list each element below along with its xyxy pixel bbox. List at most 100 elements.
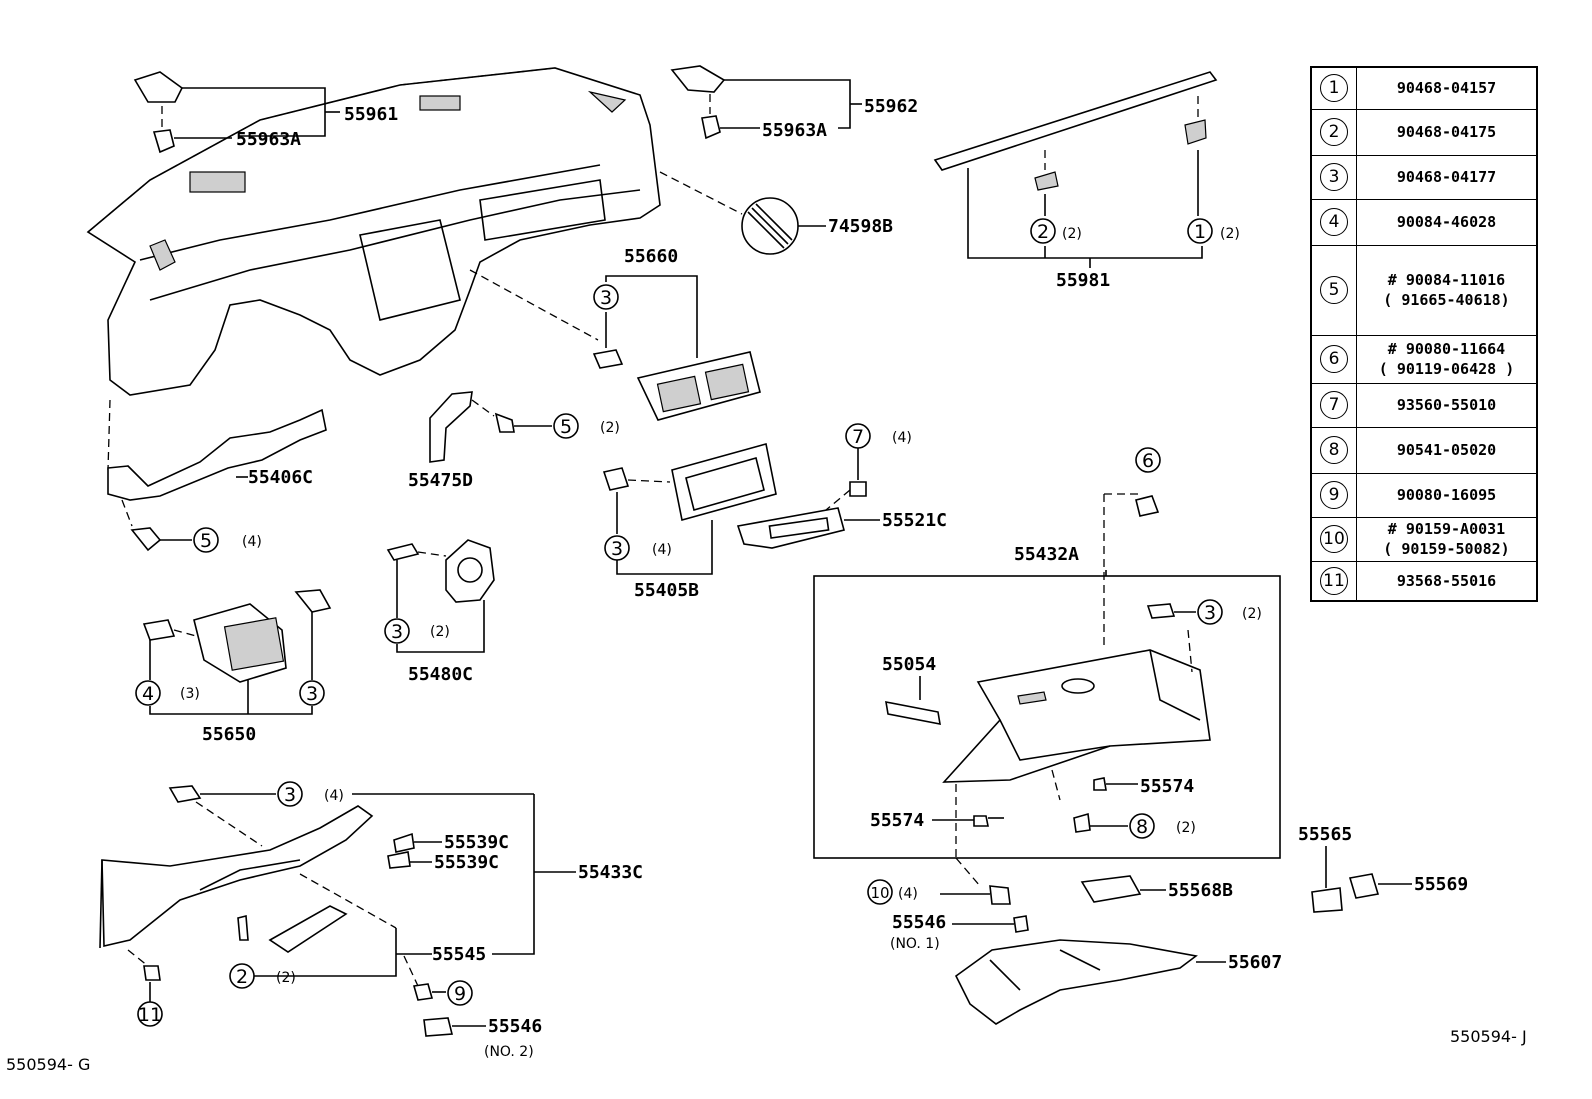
legend-part-number: 90541-05020 bbox=[1356, 426, 1538, 474]
callout-2-55545: 2 bbox=[229, 963, 255, 989]
brace-55406c-drawing bbox=[107, 408, 327, 552]
legend-key: 3 bbox=[1310, 154, 1357, 200]
callout-4-55650: 4 bbox=[135, 680, 161, 706]
callout-3-55660: 3 bbox=[593, 284, 619, 310]
legend-key-circle: 5 bbox=[1320, 276, 1348, 304]
legend-part-number-line: # 90080-11664 bbox=[1387, 340, 1506, 358]
legend-key-circle: 3 bbox=[1320, 163, 1348, 191]
legend-key: 1 bbox=[1310, 66, 1357, 110]
label-55405b: 55405B bbox=[634, 580, 699, 601]
label-55545: 55545 bbox=[432, 944, 486, 965]
legend-key: 6 bbox=[1310, 334, 1357, 384]
svg-text:3: 3 bbox=[284, 784, 296, 806]
svg-text:3: 3 bbox=[306, 683, 318, 705]
qty-55521c-7: (4) bbox=[892, 430, 912, 446]
legend-row: 8 90541-05020 bbox=[1310, 426, 1538, 474]
svg-text:9: 9 bbox=[454, 983, 466, 1005]
legend-row: 9 90080-16095 bbox=[1310, 472, 1538, 518]
callout-1-55981: 1 bbox=[1187, 218, 1213, 244]
callout-8-glovebox: 8 bbox=[1129, 813, 1155, 839]
svg-text:2: 2 bbox=[1037, 221, 1049, 243]
qty-55406c-5: (4) bbox=[242, 534, 262, 550]
callout-5-55406c: 5 bbox=[193, 527, 219, 553]
legend-part-number: 93560-55010 bbox=[1356, 382, 1538, 428]
ref-code-right: 550594- J bbox=[1450, 1027, 1527, 1046]
legend-part-number-line: # 90084-11016 bbox=[1387, 271, 1506, 289]
svg-text:8: 8 bbox=[1136, 816, 1148, 838]
legend-key-circle: 4 bbox=[1320, 208, 1348, 236]
legend-part-number-line: 90468-04177 bbox=[1396, 168, 1497, 186]
switch-55650-drawing bbox=[142, 589, 332, 715]
legend-key: 5 bbox=[1310, 244, 1357, 336]
label-55406c: 55406C bbox=[248, 467, 313, 488]
callout-5-55475d: 5 bbox=[553, 413, 579, 439]
qty-55475d-5: (2) bbox=[600, 420, 620, 436]
legend-key-circle: 10 bbox=[1320, 525, 1348, 553]
bezel-55405b-drawing bbox=[602, 442, 777, 575]
label-55981: 55981 bbox=[1056, 270, 1110, 291]
label-55650: 55650 bbox=[202, 724, 256, 745]
legend-row: 1 90468-04157 bbox=[1310, 66, 1538, 110]
callout-2-55981: 2 bbox=[1030, 218, 1056, 244]
legend-part-number: 90468-04157 bbox=[1356, 66, 1538, 110]
legend-part-number: # 90159-A0031( 90159-50082) bbox=[1356, 516, 1538, 562]
cap-74598b-drawing bbox=[741, 197, 826, 255]
legend-key-circle: 6 bbox=[1320, 345, 1348, 373]
panel-55521c-drawing bbox=[736, 448, 880, 549]
svg-text:10: 10 bbox=[870, 884, 889, 902]
svg-text:3: 3 bbox=[600, 287, 612, 309]
cover-55480c-drawing bbox=[386, 539, 495, 653]
legend-part-number: 90080-16095 bbox=[1356, 472, 1538, 518]
legend-row: 10 # 90159-A0031( 90159-50082) bbox=[1310, 516, 1538, 562]
pad-55565-drawing bbox=[1311, 846, 1343, 913]
legend-row: 3 90468-04177 bbox=[1310, 154, 1538, 200]
qty-55433c-3: (4) bbox=[324, 788, 344, 804]
label-55475d: 55475D bbox=[408, 470, 473, 491]
legend-key-circle: 1 bbox=[1320, 74, 1348, 103]
label-55521c: 55521C bbox=[882, 510, 947, 531]
label-55961: 55961 bbox=[344, 104, 398, 125]
legend-key: 4 bbox=[1310, 198, 1357, 246]
legend-key: 7 bbox=[1310, 382, 1357, 428]
legend-part-number: 90468-04177 bbox=[1356, 154, 1538, 200]
callout-11-55433c: 11 bbox=[137, 1001, 163, 1027]
callout-3-55433c: 3 bbox=[277, 781, 303, 807]
duct-55607-drawing bbox=[954, 939, 1226, 1025]
svg-text:2: 2 bbox=[236, 966, 248, 988]
callout-6-glovebox: 6 bbox=[1135, 447, 1161, 473]
legend-key-circle: 9 bbox=[1320, 481, 1348, 509]
label-55574-right: 55574 bbox=[1140, 776, 1194, 797]
qty-glovebox-8: (2) bbox=[1176, 820, 1196, 836]
label-55546-no2: 55546 bbox=[488, 1016, 542, 1037]
legend-part-number-line: ( 90159-50082) bbox=[1383, 540, 1510, 558]
legend-key-circle: 8 bbox=[1320, 436, 1348, 464]
qty-55981-2: (2) bbox=[1062, 226, 1082, 242]
legend-part-number-line: 90468-04157 bbox=[1396, 79, 1497, 98]
label-55433c: 55433C bbox=[578, 862, 643, 883]
label-55660: 55660 bbox=[624, 246, 678, 267]
clip-55962-drawing bbox=[659, 65, 862, 215]
label-55539c-top: 55539C bbox=[444, 832, 509, 853]
svg-text:5: 5 bbox=[560, 416, 572, 438]
label-55546-no1: 55546 bbox=[892, 912, 946, 933]
svg-text:3: 3 bbox=[391, 621, 403, 643]
legend-part-number-line: 93568-55016 bbox=[1396, 571, 1497, 590]
clip-55961-drawing bbox=[133, 71, 340, 154]
svg-text:6: 6 bbox=[1142, 450, 1154, 472]
svg-text:1: 1 bbox=[1194, 221, 1206, 243]
label-55607: 55607 bbox=[1228, 952, 1282, 973]
label-55565: 55565 bbox=[1298, 824, 1352, 845]
legend-part-number-line: ( 90119-06428 ) bbox=[1378, 360, 1515, 378]
svg-text:11: 11 bbox=[138, 1004, 162, 1026]
bracket-55475d-drawing bbox=[429, 391, 552, 463]
legend-part-number: 90084-46028 bbox=[1356, 198, 1538, 246]
label-55962: 55962 bbox=[864, 96, 918, 117]
svg-text:5: 5 bbox=[200, 530, 212, 552]
label-55963a-left: 55963A bbox=[236, 129, 301, 150]
label-74598b: 74598B bbox=[828, 216, 893, 237]
